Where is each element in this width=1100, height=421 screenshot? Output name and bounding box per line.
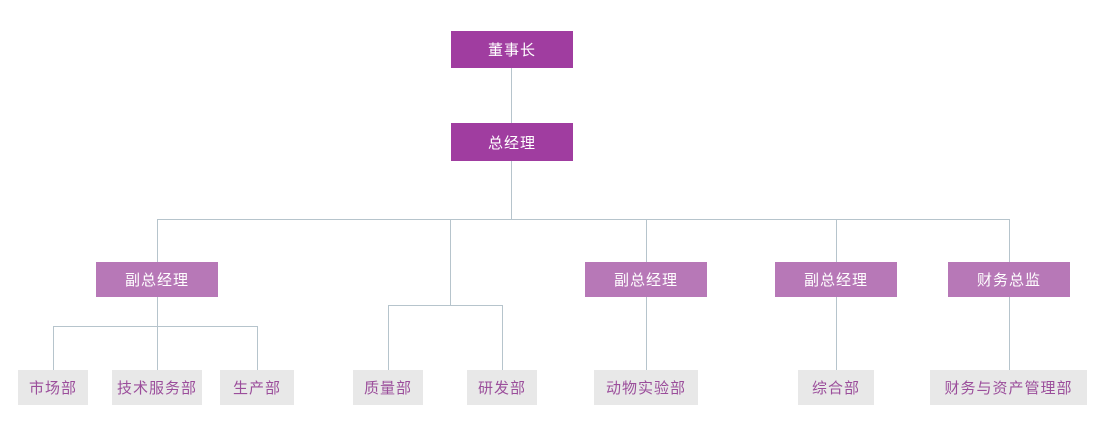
connector-line (53, 326, 258, 327)
node-tech-service-dept: 技术服务部 (112, 370, 202, 405)
connector-line (646, 219, 647, 262)
node-general-affairs-dept: 综合部 (798, 370, 874, 405)
node-animal-lab-dept: 动物实验部 (594, 370, 698, 405)
connector-line (1009, 219, 1010, 262)
connector-line (836, 219, 837, 262)
connector-line (257, 326, 258, 370)
node-deputy-gm-2: 副总经理 (585, 262, 707, 297)
node-deputy-gm-3: 副总经理 (775, 262, 897, 297)
connector-line (1009, 297, 1010, 370)
connector-line (388, 305, 389, 370)
connector-line (157, 326, 158, 370)
node-finance-director: 财务总监 (948, 262, 1070, 297)
node-marketing-dept: 市场部 (18, 370, 88, 405)
node-finance-asset-dept: 财务与资产管理部 (930, 370, 1087, 405)
connector-line (388, 305, 503, 306)
node-deputy-gm-1: 副总经理 (96, 262, 218, 297)
connector-line (53, 326, 54, 370)
node-general-manager: 总经理 (451, 123, 573, 161)
connector-line (157, 219, 158, 262)
connector-line (157, 297, 158, 326)
connector-line (450, 219, 451, 305)
node-quality-dept: 质量部 (353, 370, 423, 405)
node-production-dept: 生产部 (220, 370, 294, 405)
connector-line (511, 68, 512, 123)
connector-line (502, 305, 503, 370)
connector-line (511, 161, 512, 219)
connector-line (836, 297, 837, 370)
node-rnd-dept: 研发部 (467, 370, 537, 405)
connector-line (157, 219, 1010, 220)
connector-line (646, 297, 647, 370)
node-chairman: 董事长 (451, 31, 573, 68)
